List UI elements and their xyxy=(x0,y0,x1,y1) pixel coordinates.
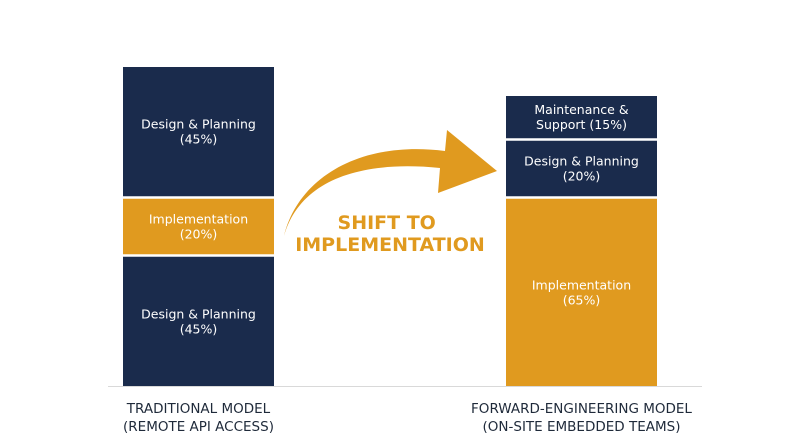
segment-label: Implementation(20%) xyxy=(149,212,248,242)
curved-arrow-right-icon xyxy=(284,130,497,236)
segment-label-line: (20%) xyxy=(563,169,601,184)
bar-segment xyxy=(506,140,657,197)
bar-segment xyxy=(506,96,657,139)
shift-annotation-label: SHIFT TO IMPLEMENTATION xyxy=(295,212,485,256)
segment-label-line: Maintenance & xyxy=(534,102,628,117)
segment-label: Design & Planning(20%) xyxy=(524,154,639,184)
category-labels: TRADITIONAL MODEL (REMOTE API ACCESS) FORW… xyxy=(123,401,692,435)
segment-label-line: Support (15%) xyxy=(536,117,627,132)
shift-annotation-line: IMPLEMENTATION xyxy=(295,234,485,256)
bar-segment xyxy=(506,198,657,386)
segment-label-line: (45%) xyxy=(180,132,218,147)
category-label: TRADITIONAL MODEL (REMOTE API ACCESS) xyxy=(123,401,274,435)
bar-segment xyxy=(123,256,274,386)
bars-group: Design & Planning(45%)Implementation(20%… xyxy=(123,67,657,386)
category-label: FORWARD-ENGINEERING MODEL (ON-SITE EMBEDD… xyxy=(471,401,692,435)
segment-label-line: Design & Planning xyxy=(141,117,256,132)
stacked-bar: Implementation(65%) Design & Planning(20%… xyxy=(506,96,657,386)
segment-label-line: Design & Planning xyxy=(524,154,639,169)
segment-label-line: (45%) xyxy=(180,321,218,336)
category-label-line: (REMOTE API ACCESS) xyxy=(123,419,274,435)
category-label-line: TRADITIONAL MODEL xyxy=(126,401,271,417)
category-label-line: (ON-SITE EMBEDDED TEAMS) xyxy=(483,419,681,435)
shift-annotation-line: SHIFT TO xyxy=(338,212,436,234)
segment-label: Design & Planning(45%) xyxy=(141,117,256,147)
segment-label-line: (20%) xyxy=(180,227,218,242)
category-label-line: FORWARD-ENGINEERING MODEL xyxy=(471,401,692,417)
segment-label-line: Implementation xyxy=(149,212,248,227)
segment-label: Implementation(65%) xyxy=(532,277,631,307)
segment-label-line: (65%) xyxy=(563,292,601,307)
segment-label-line: Design & Planning xyxy=(141,306,256,321)
bar-segment xyxy=(123,198,274,255)
bar-segment xyxy=(123,67,274,197)
segment-label: Maintenance &Support (15%) xyxy=(534,102,628,132)
segment-label-line: Implementation xyxy=(532,277,631,292)
segment-label: Design & Planning(45%) xyxy=(141,306,256,336)
stacked-bar: Design & Planning(45%)Implementation(20%… xyxy=(123,67,274,386)
shift-annotation: SHIFT TO IMPLEMENTATION xyxy=(284,130,497,256)
